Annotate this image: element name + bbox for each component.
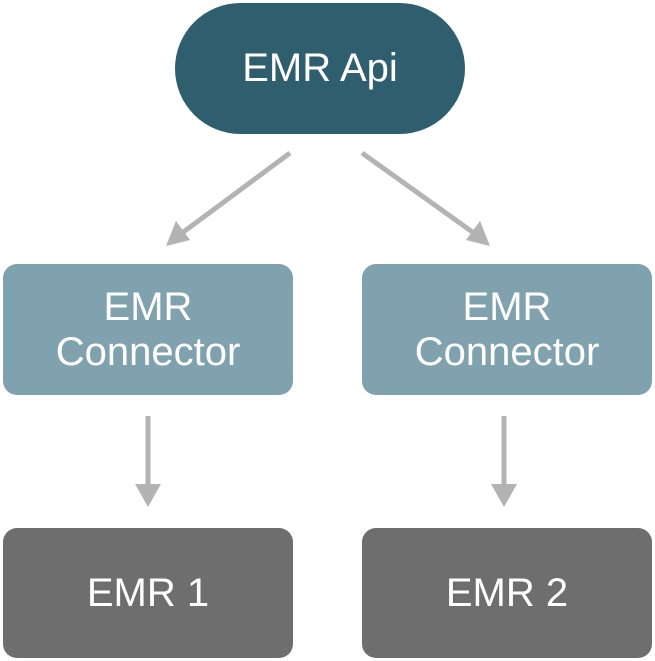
connector-left-line1: EMR — [103, 284, 193, 329]
arrow-api-to-connector-left — [166, 150, 292, 246]
connector-right-line1: EMR — [462, 284, 552, 329]
emr-1-label: EMR 1 — [86, 570, 210, 615]
emr-2-label: EMR 2 — [445, 570, 569, 615]
emr-api-label: EMR Api — [242, 46, 398, 91]
emr-connector-node-left: EMR Connector — [3, 264, 293, 395]
connector-right-line2: Connector — [414, 329, 600, 374]
connector-left-line2: Connector — [55, 329, 241, 374]
emr-api-node: EMR Api — [175, 3, 465, 134]
arrow-connector-left-to-emr-1 — [135, 416, 161, 507]
emr-connector-node-right: EMR Connector — [362, 264, 652, 395]
arrow-api-to-connector-right — [360, 150, 490, 246]
emr-1-node: EMR 1 — [3, 528, 293, 658]
arrow-connector-right-to-emr-2 — [491, 416, 517, 507]
emr-2-node: EMR 2 — [362, 528, 652, 658]
